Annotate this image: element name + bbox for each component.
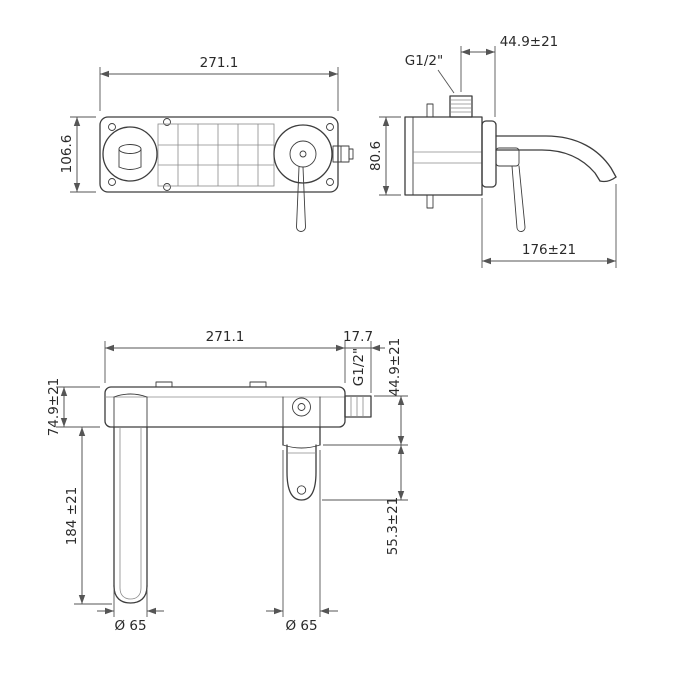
dim-inlet-offset-bottom: 44.9±21 — [323, 338, 408, 446]
dimension-label: 55.3±21 — [385, 497, 401, 556]
dimension-label: 106.6 — [59, 135, 75, 174]
side-view: 44.9±21 G1/2" 80.6 176±21 — [368, 34, 617, 268]
bridge-frame — [157, 123, 275, 187]
dim-plate-height: 106.6 — [59, 116, 96, 193]
wall-plate — [99, 116, 339, 193]
dim-body-height: 80.6 — [368, 116, 401, 196]
dim-plate-width: 271.1 — [99, 55, 339, 111]
spout-escutcheon — [102, 126, 158, 182]
fixing-screw-top — [426, 103, 434, 118]
dimension-label: 44.9±21 — [387, 338, 403, 397]
handle-lever-side — [511, 165, 526, 232]
thread-label: G1/2" — [351, 348, 367, 386]
dim-handle-drop: 55.3±21 — [322, 445, 408, 555]
dimension-label: 74.9±21 — [46, 378, 62, 437]
inlet-thread — [449, 95, 473, 118]
dimension-label: 80.6 — [368, 141, 384, 171]
front-view-wall-plate: 271.1 106.6 — [59, 55, 354, 232]
dim-spout-diameter: Ø 65 — [97, 590, 164, 634]
dimension-label: Ø 65 — [285, 618, 317, 634]
escutcheon-side — [481, 120, 497, 188]
dimension-label: 271.1 — [200, 55, 239, 71]
dim-plate-height-bottom: 74.9±21 — [46, 378, 100, 437]
bottom-model-view: 271.1 17.7 G1/2" 44.9±21 55.3±21 — [46, 329, 408, 634]
dim-spout-reach: 176±21 — [481, 184, 617, 268]
dimension-label: 176±21 — [522, 242, 576, 258]
fixing-screw-bottom — [426, 194, 434, 209]
wall-plate-edge — [104, 386, 346, 428]
handle-lever — [296, 166, 306, 232]
thread-callout: G1/2" — [405, 53, 455, 94]
inlet-stub — [344, 395, 372, 418]
dim-stub-length: 17.7 — [343, 329, 385, 393]
dim-plate-width-bottom: 271.1 — [104, 329, 346, 383]
mixer-body — [404, 116, 483, 196]
handle-side — [495, 147, 526, 232]
drop-handle — [282, 426, 321, 501]
thread-label: G1/2" — [405, 53, 443, 69]
dim-inlet-offset: 44.9±21 — [460, 34, 559, 117]
mounting-holes — [108, 118, 334, 191]
dimension-label: 184 ±21 — [64, 487, 80, 546]
dimension-label: Ø 65 — [114, 618, 146, 634]
handle-hub — [292, 397, 311, 417]
dim-spout-drop: 184 ±21 — [64, 427, 112, 605]
spout-side — [495, 135, 617, 183]
dimension-label: 271.1 — [206, 329, 245, 345]
dimension-label: 44.9±21 — [500, 34, 559, 50]
drop-spout — [113, 426, 148, 604]
dimension-label: 17.7 — [343, 329, 373, 345]
dim-handle-diameter: Ø 65 — [266, 450, 338, 634]
handle-escutcheon — [273, 124, 354, 232]
